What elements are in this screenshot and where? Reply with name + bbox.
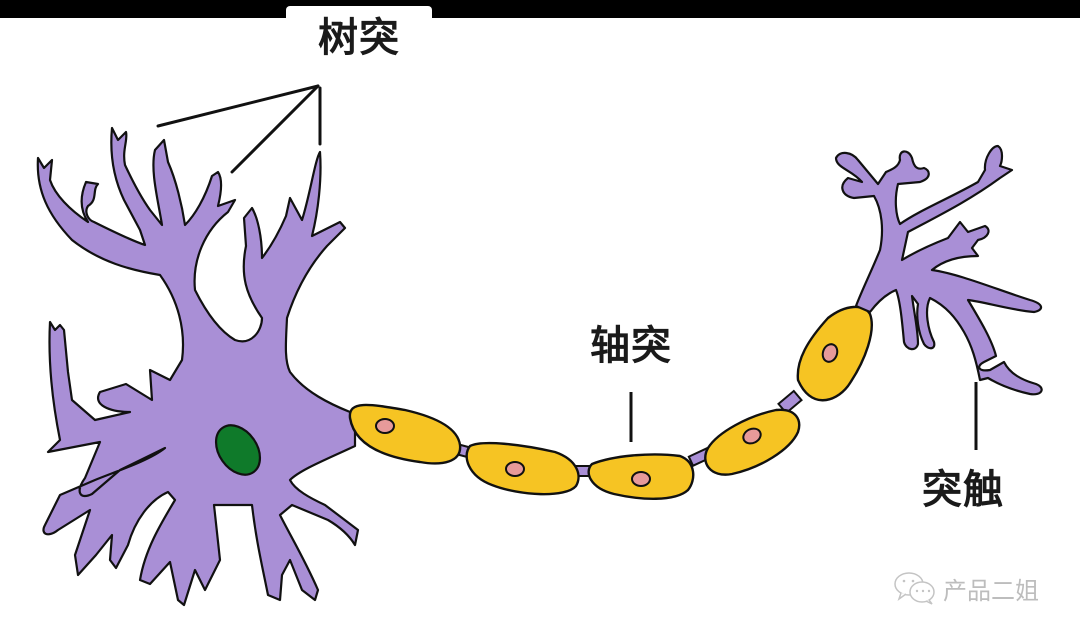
top-black-band	[0, 0, 1080, 18]
nucleus	[214, 424, 262, 476]
watermark: 产品二姐	[893, 570, 1039, 606]
dendrite-label-box: 树突	[286, 6, 432, 70]
sheath-nuclei	[375, 343, 839, 487]
watermark-text: 产品二姐	[943, 576, 1039, 605]
synapse-label: 突触	[922, 467, 1004, 513]
dendrite-leader-lines	[156, 84, 322, 174]
cell-body	[36, 126, 360, 607]
myelin-sheath-1	[348, 403, 462, 465]
axon-label: 轴突	[590, 323, 672, 369]
axon-terminal	[834, 144, 1043, 396]
wechat-icon	[894, 572, 935, 605]
dendrite-label: 树突	[318, 15, 400, 61]
